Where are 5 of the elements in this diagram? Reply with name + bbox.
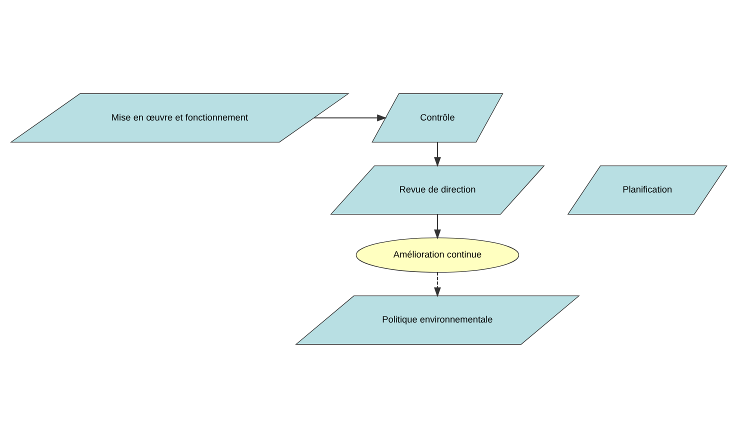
arrow — [434, 272, 441, 298]
arrow — [434, 142, 441, 168]
arrow — [434, 214, 441, 240]
arrow — [314, 114, 387, 122]
node-ellipse: Amélioration continue — [356, 237, 520, 273]
